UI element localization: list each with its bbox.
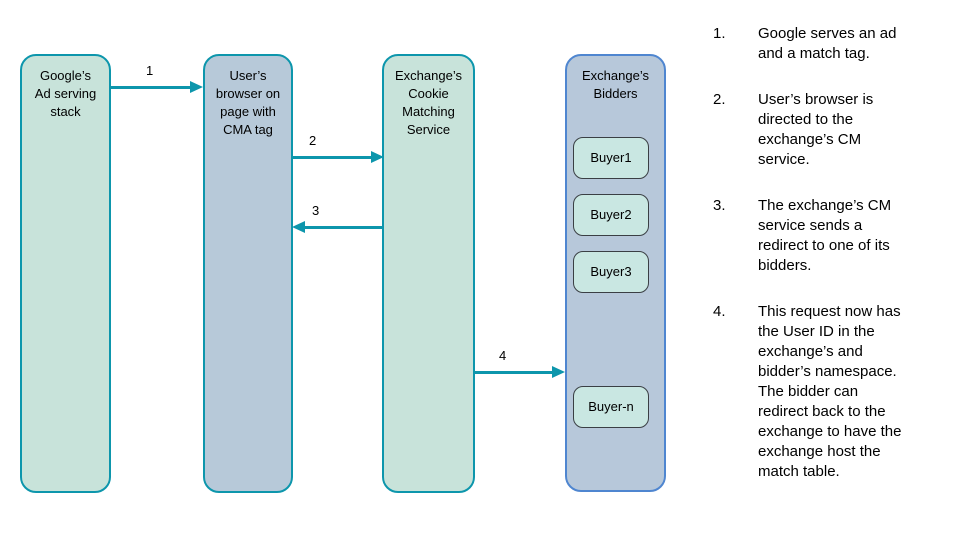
node-exchange-bidders-label: Exchange’s Bidders [582, 68, 649, 101]
step-item-2: 2. User’s browser is directed to the exc… [706, 90, 956, 170]
arrow-1-right-arrowhead-icon [190, 81, 203, 93]
buyer-box-3: Buyer3 [573, 251, 649, 293]
step-2-number: 2. [713, 91, 726, 108]
step-item-4: 4. This request now has the User ID in t… [706, 302, 956, 482]
node-user-browser-label: User’s browser on page with CMA tag [215, 68, 281, 137]
arrow-3-left-arrowhead-icon [292, 221, 305, 233]
buyer-box-n-label: Buyer-n [588, 399, 634, 414]
arrow-3-line [304, 226, 383, 229]
step-1-text: Google serves an ad and a match tag. [758, 25, 897, 62]
arrow-4: 4 [475, 348, 565, 378]
arrow-3-label: 3 [312, 203, 320, 218]
buyer-box-2: Buyer2 [573, 194, 649, 236]
buyer-box-1: Buyer1 [573, 137, 649, 179]
arrow-1-line [110, 86, 191, 89]
arrow-3: 3 [292, 203, 383, 233]
step-3-text: The exchange’s CM service sends a redire… [758, 197, 892, 274]
steps-list: 1. Google serves an ad and a match tag. … [706, 24, 956, 508]
arrow-4-line [475, 371, 553, 374]
arrow-1: 1 [110, 63, 203, 93]
node-user-browser: User’s browser on page with CMA tag [203, 54, 293, 493]
arrow-1-label: 1 [146, 63, 154, 78]
node-exchange-bidders: Exchange’s Bidders Buyer1 Buyer2 Buyer3 … [565, 54, 666, 492]
step-4-number: 4. [713, 303, 726, 320]
node-cookie-matching-service: Exchange’s Cookie Matching Service [382, 54, 475, 493]
buyer-box-3-label: Buyer3 [590, 264, 632, 279]
arrow-2-line [293, 156, 372, 159]
step-item-1: 1. Google serves an ad and a match tag. [706, 24, 956, 64]
step-4-text: This request now has the User ID in the … [758, 303, 902, 480]
node-google-ad-stack-label: Google’s Ad serving stack [34, 68, 97, 119]
step-2-text: User’s browser is directed to the exchan… [758, 91, 874, 168]
node-google-ad-stack: Google’s Ad serving stack [20, 54, 111, 493]
step-1-number: 1. [713, 25, 726, 42]
step-3-number: 3. [713, 197, 726, 214]
buyer-box-n: Buyer-n [573, 386, 649, 428]
buyer-box-1-label: Buyer1 [590, 150, 632, 165]
arrow-2-label: 2 [309, 133, 317, 148]
arrow-4-label: 4 [499, 348, 507, 363]
arrow-4-right-arrowhead-icon [552, 366, 565, 378]
buyer-box-2-label: Buyer2 [590, 207, 632, 222]
arrow-2: 2 [293, 133, 384, 163]
arrow-2-right-arrowhead-icon [371, 151, 384, 163]
step-item-3: 3. The exchange’s CM service sends a red… [706, 196, 956, 276]
node-cookie-matching-service-label: Exchange’s Cookie Matching Service [395, 68, 462, 137]
